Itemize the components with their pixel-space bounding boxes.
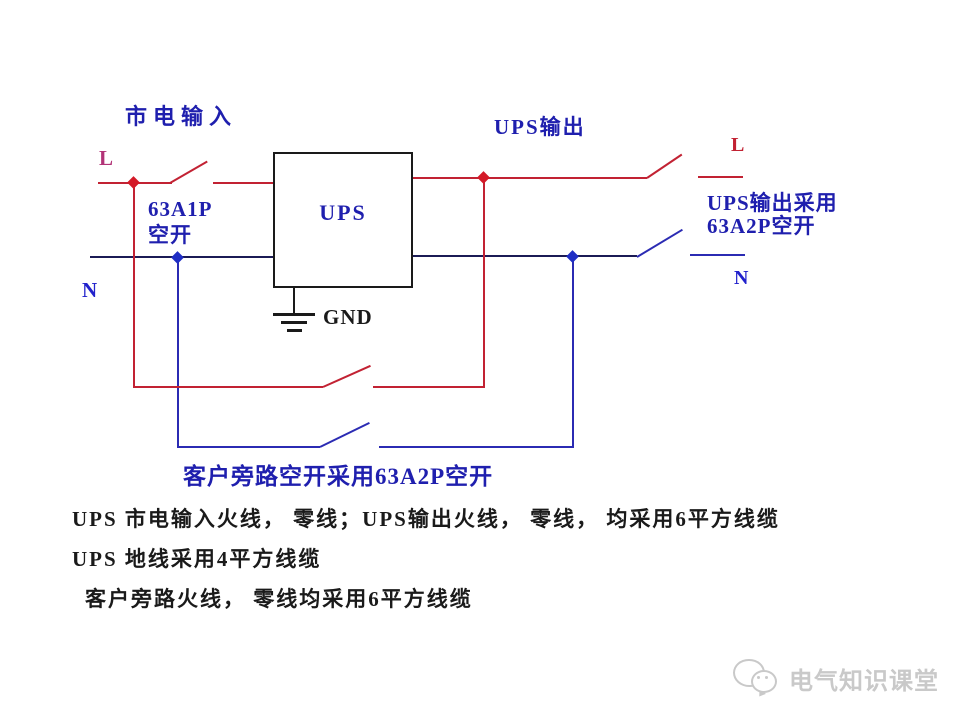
watermark-text: 电气知识课堂 — [789, 667, 939, 695]
watermark: 电气知识课堂 — [733, 656, 939, 700]
wechat-icon — [733, 657, 781, 699]
wechat-eye-left — [757, 676, 760, 679]
ground-stem — [293, 288, 295, 314]
ground-bar-mid — [281, 321, 307, 324]
wire-bypass-live-b — [373, 386, 484, 388]
wire-bypass-neutral-a — [178, 446, 320, 448]
output-breaker-switch-blade-live — [646, 153, 683, 179]
input-breaker-label-line1: 63A1P — [148, 197, 213, 221]
output-breaker-label-line2: 63A2P空开 — [707, 214, 816, 238]
bypass-breaker-label: 客户旁路空开采用63A2P空开 — [183, 464, 494, 489]
mains-input-label: 市电输入 — [125, 104, 238, 129]
wire-output-neutral-stub — [690, 254, 745, 256]
wire-output-live-stub — [698, 176, 743, 178]
wire-bypass-live-a — [134, 386, 323, 388]
live-left-label: L — [99, 146, 114, 170]
wire-bypass-neutral-riser-right — [572, 257, 574, 448]
wire-bypass-neutral-riser-left — [177, 258, 179, 448]
gnd-label: GND — [323, 305, 373, 329]
wire-bypass-live-riser-right — [483, 178, 485, 388]
note-line-3: 客户旁路火线， 零线均采用6平方线缆 — [85, 587, 473, 611]
ups-box-label: UPS — [319, 200, 367, 225]
output-breaker-label-line1: UPS输出采用 — [707, 191, 838, 215]
junction-dot-mains-neutral — [171, 251, 184, 264]
live-right-label: L — [731, 134, 745, 156]
input-breaker-label-line2: 空开 — [148, 223, 192, 247]
wire-mains-live-b — [213, 182, 273, 184]
bypass-breaker-switch-blade-neutral — [319, 421, 370, 448]
wire-output-live — [413, 177, 647, 179]
wire-output-neutral — [413, 255, 637, 257]
output-breaker-switch-blade-neutral — [636, 228, 683, 258]
wire-bypass-neutral-b — [379, 446, 573, 448]
wechat-eye-right — [765, 676, 768, 679]
ground-bar-long — [273, 313, 315, 316]
ups-output-label: UPS输出 — [494, 115, 586, 139]
wechat-bubble-small — [751, 670, 777, 693]
note-line-1: UPS 市电输入火线， 零线；UPS输出火线， 零线， 均采用6平方线缆 — [72, 507, 780, 531]
neutral-right-label: N — [734, 267, 749, 289]
neutral-left-label: N — [82, 278, 98, 302]
wire-bypass-live-riser-left — [133, 183, 135, 388]
ups-box — [273, 152, 413, 288]
bypass-breaker-switch-blade-live — [322, 364, 371, 388]
junction-dot-output-live — [477, 171, 490, 184]
junction-dot-mains-live — [127, 176, 140, 189]
ground-bar-short — [287, 329, 302, 332]
note-line-2: UPS 地线采用4平方线缆 — [72, 547, 322, 571]
junction-dot-output-neutral — [566, 250, 579, 263]
input-breaker-switch-blade-live — [169, 160, 208, 184]
